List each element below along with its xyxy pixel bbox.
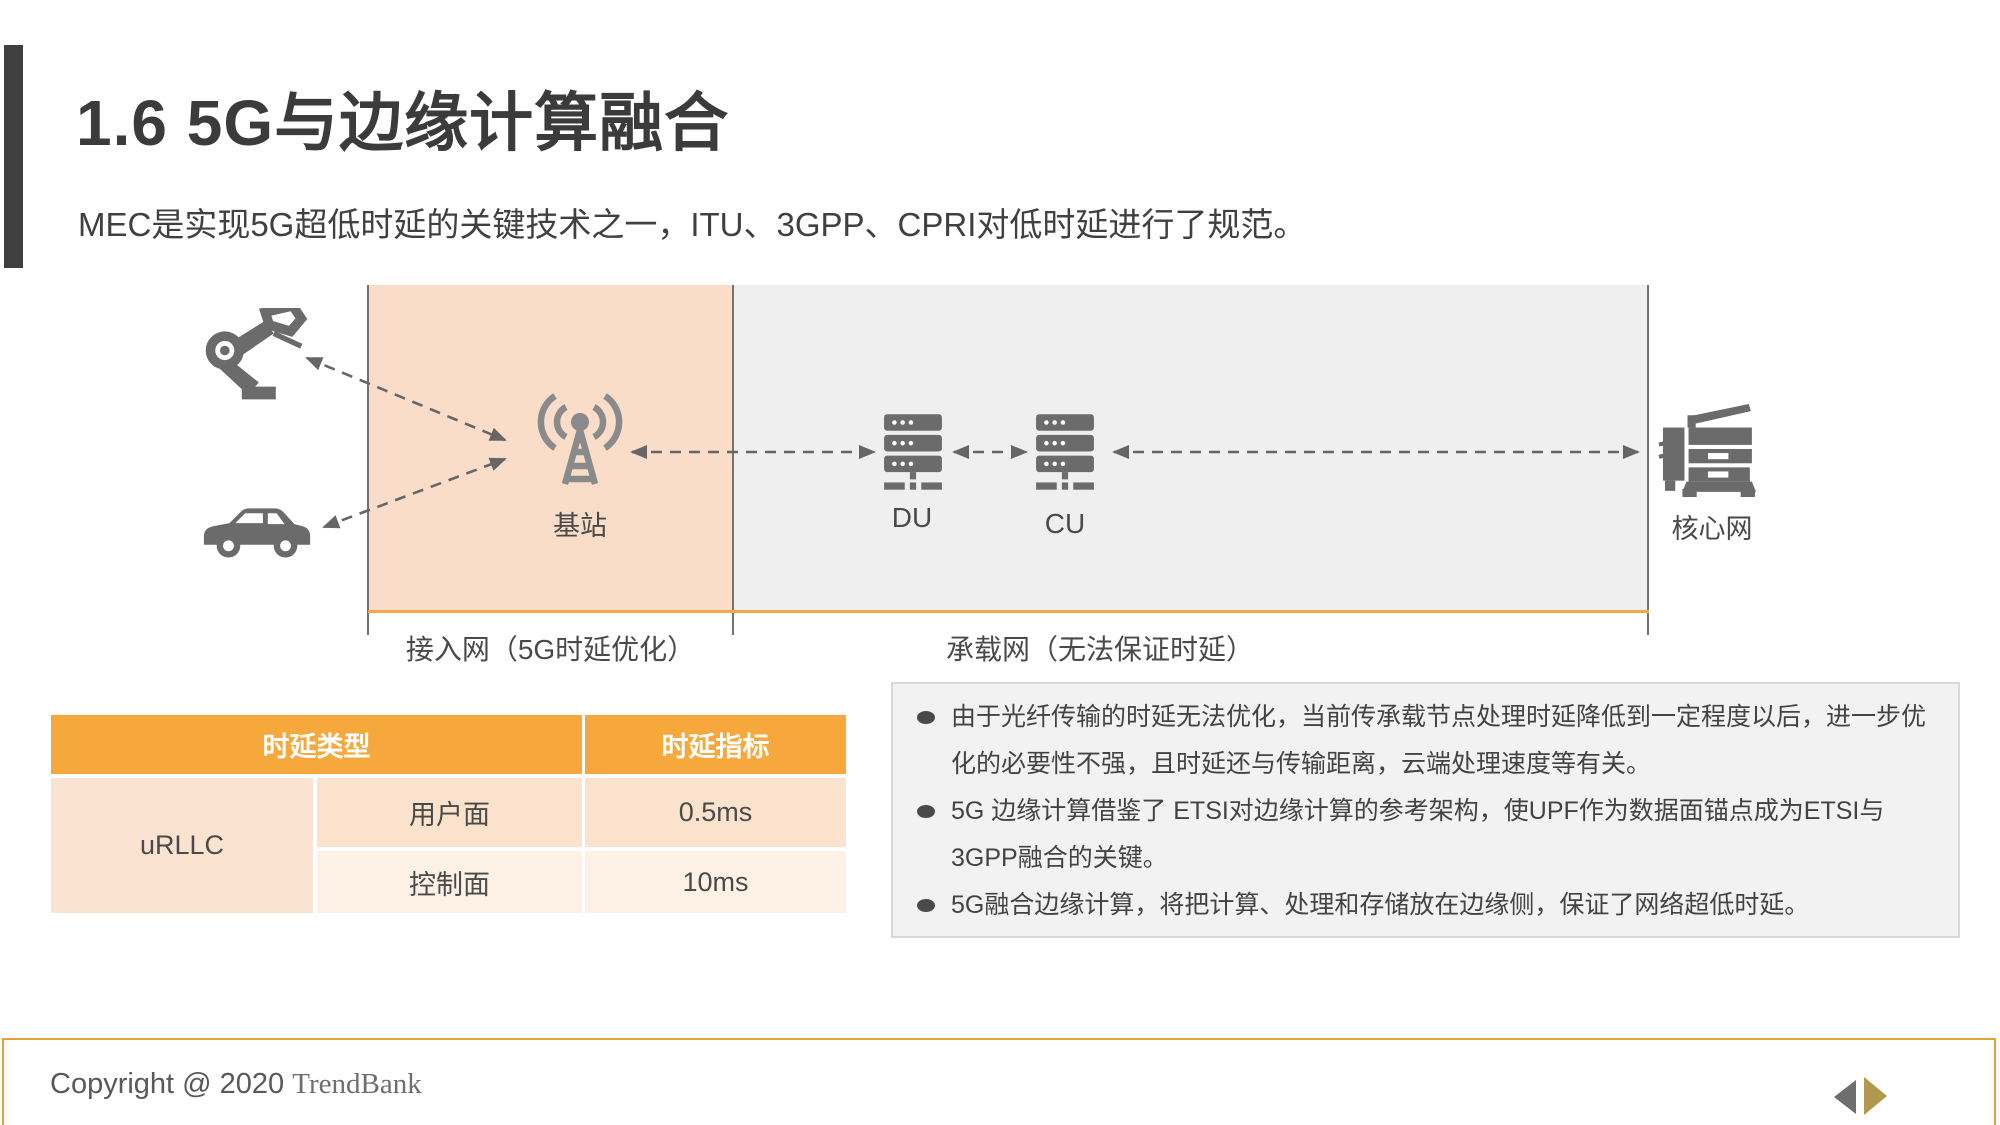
page-title: 1.6 5G与边缘计算融合 — [76, 87, 730, 159]
bullet-text: 5G 边缘计算借鉴了 ETSI对边缘计算的参考架构，使UPF作为数据面锚点成为E… — [951, 797, 1885, 872]
slide-navigation — [1832, 1076, 1894, 1118]
transport-zone-label: 承载网（无法保证时延） — [945, 634, 1254, 665]
bullet-icon — [917, 899, 935, 912]
bullet-icon — [917, 805, 935, 818]
core-network-label: 核心网 — [1671, 514, 1753, 544]
footer-copyright: Copyright @ 2020 TrendBank — [50, 1068, 422, 1101]
zone-divider-left — [367, 285, 369, 635]
brand-name: TrendBank — [292, 1068, 422, 1100]
list-item: 由于光纤传输的时延无法优化，当前传承载节点处理时延降低到一定程度以后，进一步优化… — [909, 694, 1936, 788]
table-cell-user-plane: 用户面 — [317, 778, 582, 847]
base-station-icon — [537, 393, 623, 485]
zone-bottom-rule — [368, 610, 1649, 613]
base-station-label: 基站 — [553, 511, 607, 541]
du-server-icon — [884, 414, 942, 490]
cu-label: CU — [1044, 508, 1086, 539]
title-accent-bar — [4, 45, 23, 268]
chevron-right-icon — [1864, 1077, 1887, 1115]
transport-network-zone — [733, 285, 1648, 612]
table-cell-urllc: uRLLC — [51, 778, 313, 913]
table-header-latency-target: 时延指标 — [585, 715, 846, 774]
next-slide-button[interactable] — [1862, 1076, 1888, 1116]
core-network-icon — [1658, 404, 1756, 497]
chevron-left-icon — [1834, 1080, 1856, 1114]
zone-divider-middle — [732, 285, 734, 635]
bullet-text: 5G融合边缘计算，将把计算、处理和存储放在边缘侧，保证了网络超低时延。 — [951, 891, 1810, 919]
du-label: DU — [891, 502, 933, 533]
zone-divider-right — [1647, 285, 1649, 635]
table-cell-control-plane-value: 10ms — [585, 851, 846, 913]
list-item: 5G 边缘计算借鉴了 ETSI对边缘计算的参考架构，使UPF作为数据面锚点成为E… — [909, 788, 1936, 882]
table-cell-control-plane: 控制面 — [317, 851, 582, 913]
bullet-text: 由于光纤传输的时延无法优化，当前传承载节点处理时延降低到一定程度以后，进一步优化… — [951, 703, 1927, 778]
car-icon — [203, 508, 311, 558]
robot-arm-icon — [205, 308, 308, 400]
page-subtitle: MEC是实现5G超低时延的关键技术之一，ITU、3GPP、CPRI对低时延进行了… — [78, 206, 1307, 243]
cu-server-icon — [1036, 414, 1094, 490]
access-zone-label: 接入网（5G时延优化） — [405, 634, 696, 665]
list-item: 5G融合边缘计算，将把计算、处理和存储放在边缘侧，保证了网络超低时延。 — [909, 882, 1936, 929]
copyright-text: Copyright @ 2020 — [50, 1068, 293, 1100]
bullet-icon — [917, 711, 935, 724]
table-header-latency-type: 时延类型 — [51, 715, 582, 774]
table-cell-user-plane-value: 0.5ms — [585, 778, 846, 847]
footer-frame — [2, 1038, 1996, 1125]
previous-slide-button[interactable] — [1832, 1078, 1858, 1118]
notes-panel: 由于光纤传输的时延无法优化，当前传承载节点处理时延降低到一定程度以后，进一步优化… — [891, 682, 1960, 938]
